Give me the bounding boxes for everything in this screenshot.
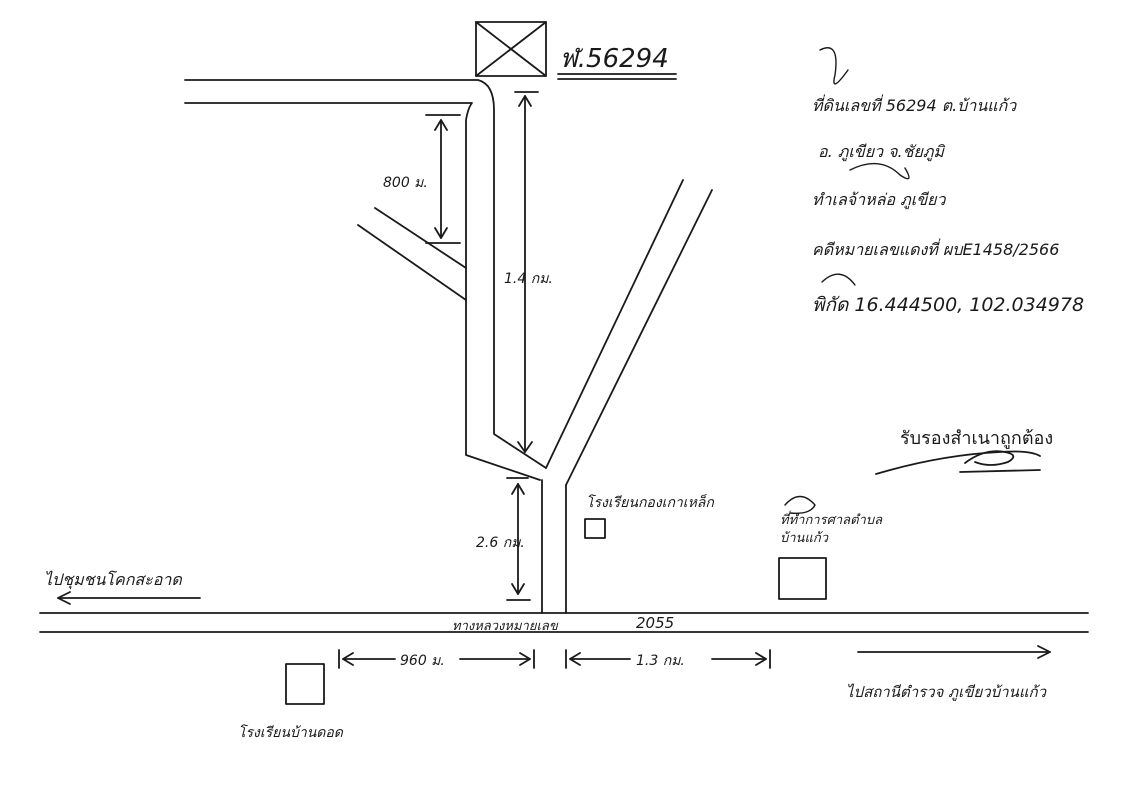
label-2-6km: 2.6 กม. xyxy=(476,535,525,551)
info-line-4: คดีหมายเลขแดงที่ ผบE1458/2566 xyxy=(812,240,1060,259)
info-line-5: พิกัด 16.444500, 102.034978 xyxy=(812,294,1085,316)
label-to-west: ไปชุมชนโคกสะอาด xyxy=(44,570,182,589)
village-school-building xyxy=(285,663,325,705)
diagonal-road-upper xyxy=(374,207,467,269)
road-top-outer xyxy=(184,79,547,469)
info-line-2: อ. ภูเขียว จ.ชัยภูมิ xyxy=(818,142,944,161)
ne-road-left xyxy=(545,179,684,469)
dim-1-3 xyxy=(565,649,771,669)
steel-school-building xyxy=(584,518,606,539)
label-1-4km: 1.4 กม. xyxy=(504,271,553,287)
signature-flourishes xyxy=(784,47,910,515)
label-steel-school: โรงเรียนกองเกาเหล็ก xyxy=(586,495,714,511)
label-village-school: โรงเรียนบ้านดอด xyxy=(238,725,343,741)
label-highway: ทางหลวงหมายเลข xyxy=(452,619,558,634)
arrow-west xyxy=(57,591,201,605)
label-court-office: ที่ทำการศาลตำบลบ้านแก้ว xyxy=(780,513,883,546)
plot-id-label: ฬ.56294 xyxy=(560,44,669,74)
court-office-building xyxy=(778,557,827,600)
label-to-east: ไปสถานีตำรวจ ภูเขียวบ้านแก้ว xyxy=(846,683,1047,701)
ne-road-right xyxy=(565,189,713,486)
label-960m: 960 ม. xyxy=(400,653,445,669)
info-line-3: ทำเลจ้าหล่อ ภูเขียว xyxy=(812,190,946,209)
label-highway-number: 2055 xyxy=(636,614,675,632)
label-1-3km: 1.3 กม. xyxy=(636,653,685,669)
dim-800 xyxy=(425,114,461,244)
land-plot-marker xyxy=(475,21,547,77)
dim-960 xyxy=(338,649,535,669)
info-line-1: ที่ดินเลขที่ 56294 ต.บ้านแก้ว xyxy=(812,96,1017,115)
certification-signature xyxy=(875,450,1041,475)
road-top-inner xyxy=(184,102,541,481)
dim-2-6 xyxy=(506,477,531,601)
dim-1-4 xyxy=(514,91,539,453)
arrow-east xyxy=(857,645,1051,659)
label-800m: 800 ม. xyxy=(383,175,428,191)
diagonal-road-lower xyxy=(357,224,467,301)
certification-text: รับรองสำเนาถูกต้อง xyxy=(900,428,1054,449)
